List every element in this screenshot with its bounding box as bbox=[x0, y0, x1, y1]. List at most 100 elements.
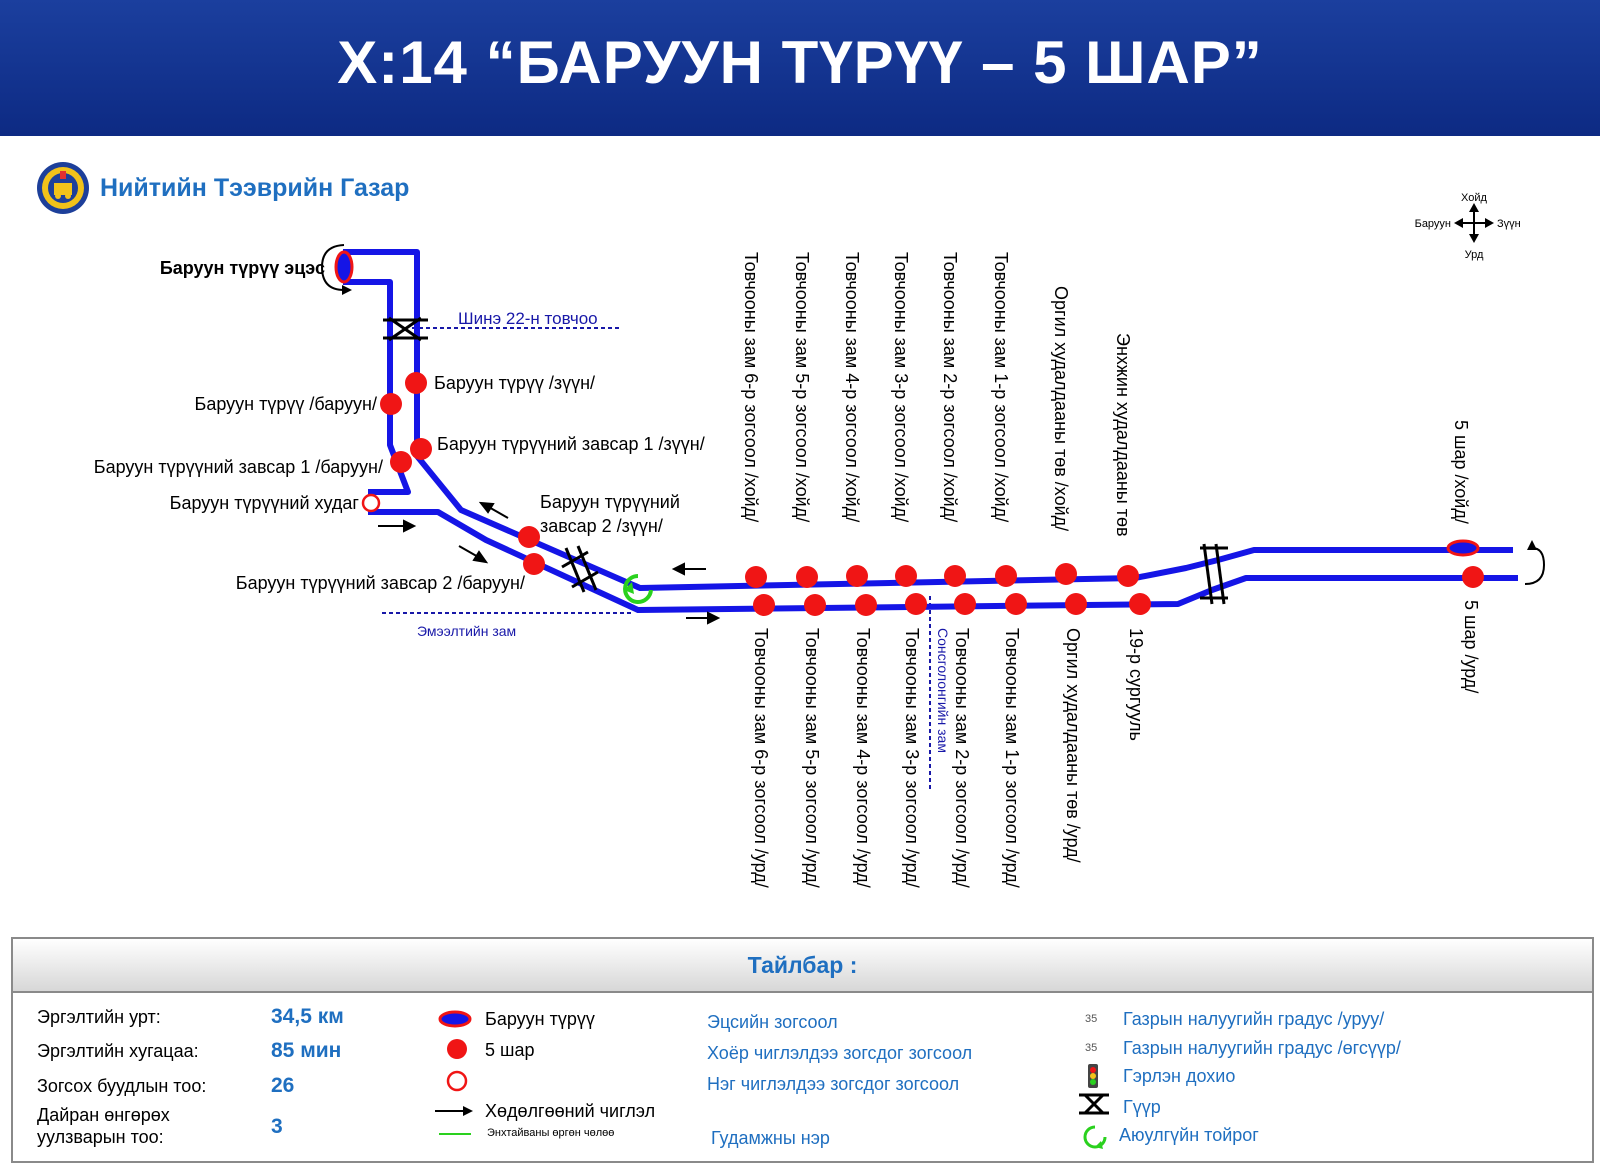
route-line-outbound bbox=[343, 279, 411, 495]
stop-marker bbox=[1055, 563, 1077, 585]
legend-traffic-light: Гэрлэн дохио bbox=[1123, 1066, 1236, 1086]
direction-arrow-icon bbox=[435, 1106, 473, 1116]
stop-label: завсар 2 /зүүн/ bbox=[540, 516, 663, 536]
stop-marker bbox=[410, 438, 432, 460]
stop-label: Баруун түрүүний завсар 1 /зүүн/ bbox=[437, 434, 705, 454]
legend-two-way-stop: Хоёр чиглэлдээ зогсдог зогсоол bbox=[707, 1043, 973, 1063]
green-path-legend-icon bbox=[439, 1133, 471, 1135]
route-line-inbound bbox=[343, 249, 1513, 591]
stop-label: Товчооны зам 1-р зогсоол /урд/ bbox=[1002, 628, 1022, 888]
direction-arrow-icon bbox=[1527, 540, 1537, 550]
stop-marker bbox=[1462, 566, 1484, 588]
stop-marker bbox=[1129, 593, 1151, 615]
terminal-marker-east bbox=[1446, 539, 1480, 557]
stat-value: 34,5 км bbox=[271, 1005, 344, 1028]
traffic-light-icon bbox=[1088, 1064, 1098, 1088]
stat-label: Эргэлтийн хугацаа: bbox=[37, 1041, 199, 1061]
stop-marker bbox=[944, 565, 966, 587]
compass-west: Баруун bbox=[1415, 218, 1451, 230]
stop-label: Товчооны зам 5-р зогсоол /урд/ bbox=[802, 628, 822, 888]
stop-label: Оргил худалдааны төв /урд/ bbox=[1063, 628, 1083, 863]
stop-marker bbox=[753, 594, 775, 616]
stop-marker bbox=[1065, 593, 1087, 615]
stops bbox=[380, 372, 1484, 616]
stop-marker bbox=[954, 593, 976, 615]
legend-panel: Тайлбар : Эргэлтийн урт: 34,5 км Эргэлти… bbox=[11, 937, 1594, 1163]
legend-heading: Тайлбар : bbox=[13, 939, 1592, 993]
stat-label: уулзварын тоо: bbox=[37, 1127, 164, 1147]
agency-header: Нийтийн Тээврийн Газар bbox=[36, 160, 409, 216]
stop-marker bbox=[1005, 593, 1027, 615]
stop-marker bbox=[405, 372, 427, 394]
stop-label: Товчооны зам 3-р зогсоол /урд/ bbox=[902, 628, 922, 888]
one-way-stop-legend-icon bbox=[446, 1070, 468, 1092]
stop-marker bbox=[804, 594, 826, 616]
legend-terminal-east: 5 шар bbox=[485, 1040, 535, 1060]
stop-marker bbox=[905, 593, 927, 615]
terminal-legend-icon bbox=[438, 1010, 472, 1028]
stop-marker bbox=[745, 566, 767, 588]
legend-slope-up: Газрын налуугийн градус /уруу/ bbox=[1123, 1009, 1385, 1029]
stop-label: Баруун түрүү /зүүн/ bbox=[434, 373, 595, 393]
stop-label: Товчооны зам 2-р зогсоол /урд/ bbox=[952, 628, 972, 888]
stop-label: Баруун түрүү эцэс bbox=[160, 258, 325, 278]
stat-value: 85 мин bbox=[271, 1039, 342, 1062]
terminal-uturn-west bbox=[320, 244, 345, 291]
stop-label: Товчооны зам 1-р зогсоол /хойд/ bbox=[991, 252, 1011, 522]
legend-slope-down: Газрын налуугийн градус /өгсүүр/ bbox=[1123, 1038, 1401, 1058]
route-line bbox=[343, 249, 1518, 613]
compass-north: Хойд bbox=[1461, 192, 1487, 204]
bridge-icon bbox=[561, 545, 599, 593]
direction-arrows bbox=[378, 501, 721, 625]
stop-label: Товчооны зам 2-р зогсоол /хойд/ bbox=[940, 252, 960, 522]
route-title: Х:14 “БАРУУН ТҮРҮҮ – 5 ШАР” bbox=[337, 29, 1263, 96]
legend-one-way-stop: Нэг чиглэлдээ зогсдог зогсоол bbox=[707, 1074, 960, 1094]
slope-up-symbol: 35 bbox=[1085, 1013, 1098, 1025]
stop-marker bbox=[855, 594, 877, 616]
street-label-emeelt: Эмээлтийн зам bbox=[417, 623, 516, 639]
compass-icon: Хойд Урд Баруун Зүүн bbox=[1415, 192, 1521, 261]
street-label-shine22: Шинэ 22-н товчоо bbox=[458, 309, 598, 328]
roundabout-icon bbox=[623, 574, 653, 604]
stop-label: Товчооны зам 5-р зогсоол /хойд/ bbox=[792, 252, 812, 522]
stop-marker bbox=[796, 566, 818, 588]
stop-label: Товчооны зам 3-р зогсоол /хойд/ bbox=[891, 252, 911, 522]
route-map: Шинэ 22-н товчоо Эмээлтийн зам Сонсголон… bbox=[94, 192, 1546, 888]
compass-east: Зүүн bbox=[1497, 218, 1521, 230]
stop-label: Товчооны зам 6-р зогсоол /урд/ bbox=[751, 628, 771, 888]
title-banner: Х:14 “БАРУУН ТҮРҮҮ – 5 ШАР” bbox=[0, 0, 1600, 136]
legend-direction: Хөдөлгөөний чиглэл bbox=[485, 1101, 656, 1121]
stop-label: 5 шар /хойд/ bbox=[1451, 420, 1471, 524]
stop-label: Баруун түрүү /баруун/ bbox=[195, 394, 378, 414]
stop-marker bbox=[1117, 565, 1139, 587]
stop-marker bbox=[846, 565, 868, 587]
stat-value: 26 bbox=[271, 1074, 295, 1097]
terminal-uturn-east bbox=[1524, 547, 1546, 585]
stop-legend-icon bbox=[447, 1039, 467, 1059]
one-way-stop-marker bbox=[361, 493, 381, 513]
compass-south: Урд bbox=[1465, 249, 1484, 261]
stop-label: Товчооны зам 4-р зогсоол /урд/ bbox=[853, 628, 873, 888]
slope-down-symbol: 35 bbox=[1085, 1042, 1098, 1054]
stop-marker bbox=[895, 565, 917, 587]
legend-terminal-west: Баруун түрүү bbox=[485, 1009, 595, 1029]
bridge-icon bbox=[1200, 543, 1228, 605]
stop-label: Баруун түрүүний худаг bbox=[170, 493, 360, 513]
stop-label: Энхжин худалдааны төв bbox=[1113, 333, 1133, 537]
stop-marker bbox=[390, 451, 412, 473]
agency-name: Нийтийн Тээврийн Газар bbox=[100, 173, 410, 202]
stop-label: Товчооны зам 6-р зогсоол /хойд/ bbox=[741, 252, 761, 522]
legend-end-stop: Эцсийн зогсоол bbox=[707, 1012, 838, 1032]
stop-marker bbox=[523, 553, 545, 575]
agency-emblem-icon bbox=[37, 162, 89, 214]
roundabout-icon bbox=[1083, 1125, 1107, 1149]
bridge-icon bbox=[383, 316, 428, 342]
stop-label: Оргил худалдааны төв /хойд/ bbox=[1051, 286, 1071, 531]
street-label-sonsgolon: Сонсголонгийн зам bbox=[935, 628, 951, 753]
stop-label: Товчооны зам 4-р зогсоол /хойд/ bbox=[842, 252, 862, 522]
direction-arrow-icon bbox=[342, 285, 352, 295]
stop-label: 19-р сургууль bbox=[1126, 628, 1146, 741]
legend-roundabout: Аюулгүйн тойрог bbox=[1119, 1125, 1259, 1145]
legend-street-name: Гудамжны нэр bbox=[711, 1128, 830, 1148]
stop-label: Баруун түрүүний завсар 1 /баруун/ bbox=[94, 457, 383, 477]
